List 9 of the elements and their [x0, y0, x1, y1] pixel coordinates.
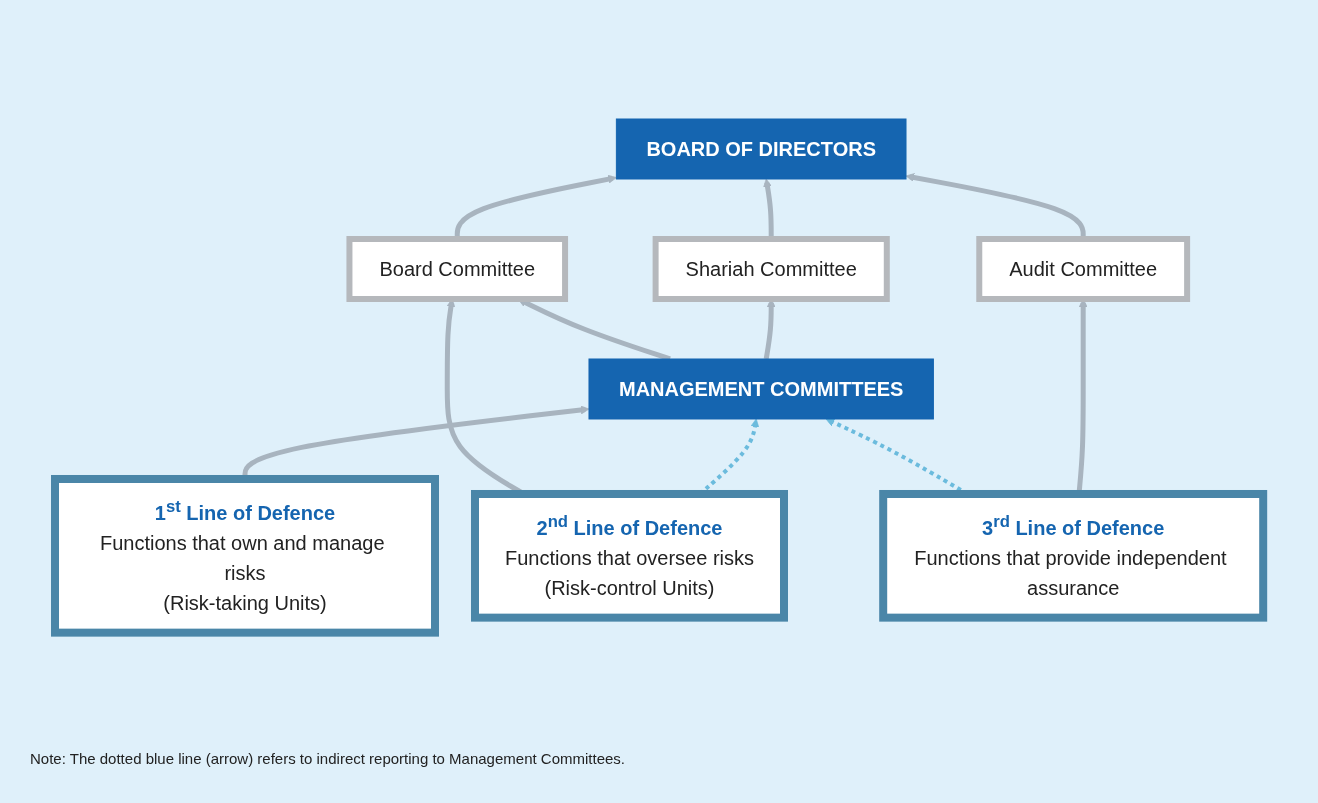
node-box: 2$^{nd}$ Line of Defence Functions that oversee risks (Risk-control Units)	[470, 490, 788, 622]
node-box: BOARD OF DIRECTORS	[615, 118, 907, 180]
note-text: Note: The dotted blue line (arrow) refers to indirect reporting to Management Committees.	[30, 750, 626, 767]
node-box: 1$^{st}$ Line of Defence Functions that own and manage risks (Risk-taking Units)	[50, 475, 439, 637]
node-box: 3$^{rd}$ Line of Defence Functions that provide independent assurance	[879, 490, 1268, 622]
node-box: Shariah Committee	[652, 236, 890, 303]
node-box: Board Committee	[346, 236, 568, 303]
node-box: MANAGEMENT COMMITTEES	[588, 358, 934, 420]
node-box: Audit Committee	[976, 236, 1190, 303]
